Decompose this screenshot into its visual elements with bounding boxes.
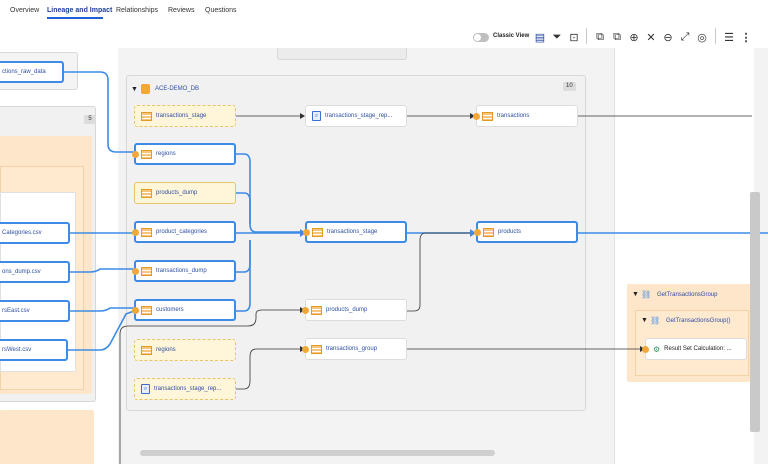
tab-lineage-and-impact[interactable]: Lineage and Impact <box>47 7 113 14</box>
more-icon[interactable]: ⋮ <box>740 31 752 44</box>
collapse-all-icon[interactable]: ⧉ <box>613 30 621 43</box>
panel-icon[interactable]: ☰ <box>724 31 734 44</box>
toolbar-separator <box>715 28 716 44</box>
table-icon <box>141 111 152 121</box>
node-transactions-stage-mid[interactable]: transactions_stage <box>303 221 407 243</box>
right-caret-icon[interactable]: ▼ <box>632 291 639 298</box>
node-regions-bottom[interactable]: regions <box>134 339 236 361</box>
node-transactions-group[interactable]: transactions_group <box>302 338 407 360</box>
procedure-icon: ⛓ <box>641 290 652 299</box>
classic-view-label: Classic View <box>493 33 530 39</box>
main-group-title: ACE-DEMO_DB <box>155 86 200 92</box>
source-node-east-csv[interactable]: rsEast.csv <box>0 300 70 322</box>
right-column-bg <box>614 48 754 464</box>
table-icon <box>141 227 152 237</box>
horizontal-scrollbar[interactable] <box>140 450 495 456</box>
table-icon <box>141 305 152 315</box>
table-icon <box>141 188 152 198</box>
zoom-out-icon[interactable]: ⊖ <box>663 31 673 44</box>
lineage-dot-icon <box>303 228 310 236</box>
node-customers[interactable]: customers <box>132 299 236 321</box>
filter-icon[interactable]: ⏷ <box>552 30 562 43</box>
tab-reviews[interactable]: Reviews <box>168 7 195 14</box>
classic-view-toggle[interactable] <box>473 33 489 42</box>
node-transactions-top[interactable]: transactions <box>473 105 578 127</box>
node-transactions-dump[interactable]: transactions_dump <box>132 260 236 282</box>
table-layout-icon[interactable]: ▤ <box>534 31 546 44</box>
node-regions[interactable]: regions <box>132 143 236 165</box>
source-node-categories-csv[interactable]: Categories.csv <box>0 222 70 244</box>
node-transactions-stage-rep-top[interactable]: ⌕transactions_stage_rep... <box>305 105 407 127</box>
lineage-dot-icon <box>473 112 480 120</box>
canvas-toolbar: Classic View ▤ ⏷ ⊡ ⧉ ⧉ ⊕ ✕ ⊖ ⤢ ◎ ☰ ⋮ <box>0 24 768 48</box>
lineage-dot-icon <box>302 345 309 353</box>
table-icon <box>483 227 494 237</box>
edge-raw-to-regions <box>64 71 134 153</box>
table-icon <box>311 305 322 315</box>
database-icon <box>141 84 150 94</box>
lineage-dot-icon <box>642 345 649 353</box>
table-icon <box>312 227 323 237</box>
node-products[interactable]: products <box>474 221 578 243</box>
tab-overview[interactable]: Overview <box>10 7 40 14</box>
target-icon[interactable]: ◎ <box>697 31 707 44</box>
source-node-ons-dump-csv[interactable]: ons_dump.csv <box>0 261 70 283</box>
table-icon <box>141 345 152 355</box>
lineage-dot-icon <box>132 267 139 275</box>
lineage-canvas[interactable]: 5 ▼ ACE-DEMO_DB 10 ▼ ⛓ GetTransactionsGr… <box>0 24 768 464</box>
bookmark-icon[interactable]: ⊡ <box>569 31 579 44</box>
fit-view-icon[interactable]: ⤢ <box>680 30 690 43</box>
function-icon: ⛓ <box>650 316 661 325</box>
collapse-caret-icon[interactable]: ▼ <box>131 86 138 93</box>
right-inner-title: GetTransactionsGroup() <box>666 318 731 324</box>
left-group-badge: 5 <box>84 115 96 124</box>
query-icon: ⌕ <box>141 384 150 394</box>
lineage-dot-icon <box>132 228 139 236</box>
node-transactions-stage-rep-bottom[interactable]: ⌕transactions_stage_rep... <box>134 378 236 400</box>
lineage-dot-icon <box>132 150 139 158</box>
tab-bar: Overview Lineage and Impact Relationship… <box>0 0 768 22</box>
right-inner-caret-icon[interactable]: ▼ <box>641 317 648 324</box>
source-node-west-csv[interactable]: rsWest.csv <box>0 339 68 361</box>
table-icon <box>311 344 322 354</box>
query-icon: ⌕ <box>312 111 321 121</box>
node-products-dump-mid[interactable]: products_dump <box>302 299 407 321</box>
gear-icon: ⚙ <box>653 344 661 354</box>
main-group-badge: 10 <box>563 82 576 91</box>
table-icon <box>141 266 152 276</box>
zoom-in-icon[interactable]: ⊕ <box>629 31 639 44</box>
node-result-set-calculation[interactable]: ⚙Result Set Calculation: ... <box>642 338 747 360</box>
tab-questions[interactable]: Questions <box>205 7 237 14</box>
node-products-dump[interactable]: products_dump <box>134 182 236 204</box>
lineage-dot-icon <box>302 306 309 314</box>
vertical-scrollbar[interactable] <box>750 192 760 432</box>
node-transactions-stage-top[interactable]: transactions_stage <box>134 105 236 127</box>
shrink-icon[interactable]: ✕ <box>646 31 656 44</box>
right-group-title: GetTransactionsGroup <box>657 292 718 298</box>
table-icon <box>141 149 152 159</box>
left-bottom-orange-panel <box>0 410 94 464</box>
active-tab-indicator <box>47 17 103 19</box>
node-product-categories[interactable]: product_categories <box>132 221 236 243</box>
lineage-dot-icon <box>474 228 481 236</box>
toolbar-separator <box>586 28 587 44</box>
tab-relationships[interactable]: Relationships <box>116 7 159 14</box>
table-icon <box>482 111 493 121</box>
lineage-dot-icon <box>132 306 139 314</box>
lineage-edges <box>64 71 768 464</box>
expand-all-icon[interactable]: ⧉ <box>596 30 604 43</box>
source-node-raw-data[interactable]: ctions_raw_data <box>0 61 64 83</box>
